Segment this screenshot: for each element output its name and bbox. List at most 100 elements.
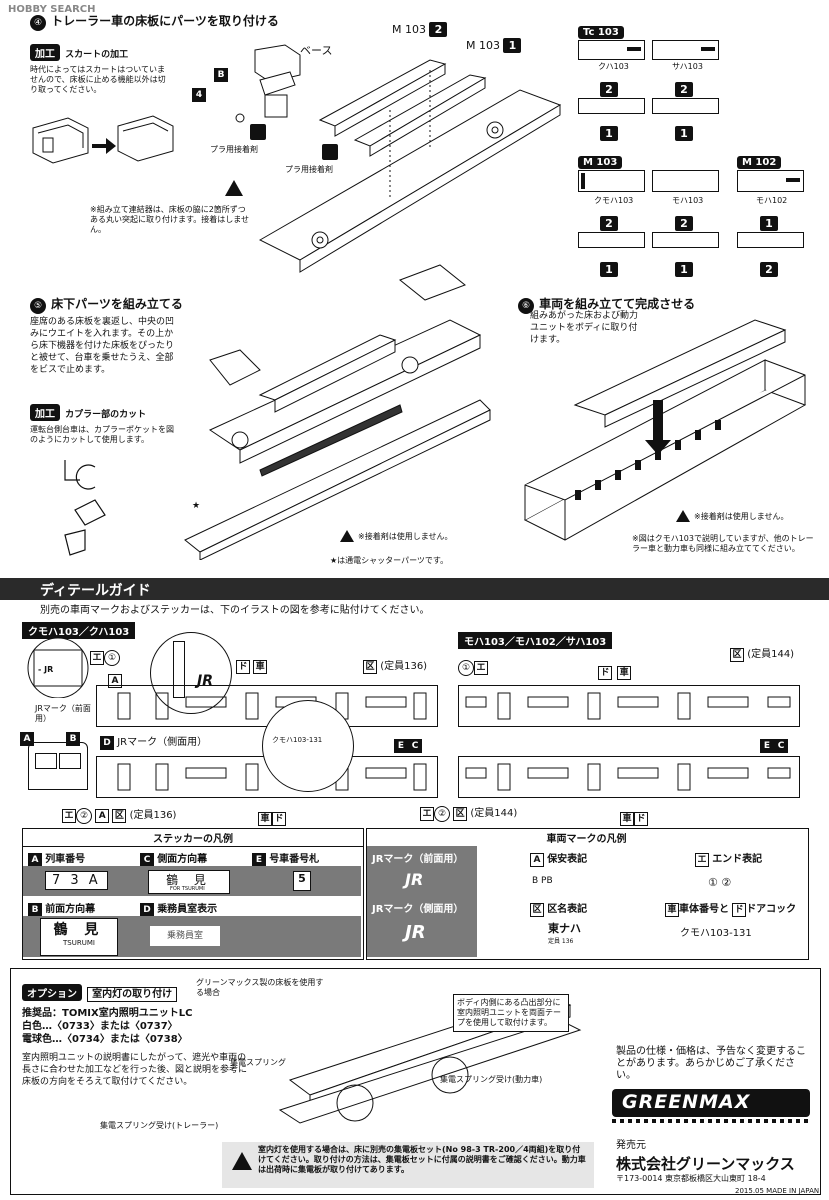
- sticker-legend-title: ステッカーの凡例: [153, 834, 233, 845]
- company-name: 株式会社グリーンマックス: [616, 1155, 795, 1173]
- legend-c-sub: FOR TSURUMI: [170, 886, 205, 892]
- sq: ド: [272, 812, 286, 826]
- label-b: B: [214, 62, 228, 82]
- m103-left-bot-num: 1: [600, 258, 618, 277]
- sq: B: [66, 732, 80, 746]
- sq: D: [140, 903, 154, 917]
- num: 2: [675, 216, 693, 231]
- label-left-a-top: A: [108, 668, 122, 688]
- kako-tag: 加工: [30, 44, 60, 61]
- step4-title-text: トレーラー車の床板にパーツを取り付ける: [51, 14, 279, 28]
- circ: ①: [104, 650, 120, 666]
- warn-icon-step4: [225, 180, 243, 196]
- step5-floor-illustration: [184, 264, 491, 560]
- coupler-cut-illustration: [64, 460, 106, 556]
- m103-block: M 103: [578, 150, 623, 169]
- kako-title: カプラー部のカット: [65, 410, 147, 420]
- label: 保安表記: [547, 854, 588, 865]
- part-b: B: [214, 68, 228, 82]
- detail-intro: 別売の車両マークおよびステッカーは、下のイラストの図を参考に貼付けてください。: [40, 605, 430, 616]
- legend-a-sample: 7 3 A: [45, 871, 108, 890]
- step5-title: ⑤ 床下パーツを組み立てる: [30, 293, 183, 314]
- mark-legend-jr-col: [367, 846, 477, 957]
- m102-car: [737, 170, 804, 192]
- step5-note2: ★は通電シャッターパーツです。: [330, 556, 449, 565]
- sq: エ: [90, 651, 104, 665]
- sq: E: [394, 739, 408, 753]
- tc103-right-label: サハ103: [672, 62, 703, 71]
- m103-car-right: [652, 170, 719, 192]
- label-right-ku: 区 (定員144): [730, 645, 794, 662]
- option-header: オプション 室内灯の取り付け: [22, 982, 178, 1002]
- front-closeup: [27, 638, 89, 698]
- mark-ku-sample2: 定員 136: [548, 938, 574, 945]
- jr-front-label: JRマーク（前面用）: [35, 704, 91, 723]
- sq: 車: [620, 812, 634, 826]
- star-mark: ★: [192, 501, 201, 511]
- circ: ①: [458, 660, 474, 676]
- step5-note1: ※接着剤は使用しません。: [358, 532, 453, 541]
- left-tag: クモハ103／クハ103: [22, 622, 136, 639]
- option-box: [10, 968, 821, 1195]
- legend-b-sample: 鶴 見 TSURUMI: [40, 918, 118, 956]
- kako-text: 運転台側台車は、カプラーポケットを図のようにカットして使用します。: [30, 425, 174, 444]
- label: 前面方向幕: [45, 904, 96, 915]
- mark-end: エ エンド表記: [695, 850, 762, 867]
- sq: C: [140, 853, 154, 867]
- label: 列車番号: [45, 854, 86, 865]
- num: 2: [600, 82, 618, 97]
- option-spring-trailer: 集電スプリング受け(トレーラー): [100, 1121, 219, 1130]
- legend-c-sample: 鶴 見: [148, 870, 230, 894]
- option-warn-text: 室内灯を使用する場合は、床に別売の集電板セット(No 98-3 TR-200／4…: [258, 1145, 586, 1174]
- glue1-label: プラ用接着剤: [210, 145, 258, 154]
- company-address: 〒173-0014 東京都板橋区大山東町 18-4: [616, 1174, 766, 1183]
- seller-label: 発売元: [616, 1140, 646, 1151]
- label: ドアコック: [746, 904, 797, 915]
- sq: エ: [420, 807, 434, 821]
- m102-tag: M 102: [737, 156, 782, 169]
- sq: ド: [732, 903, 747, 917]
- m103-1-label: M 103 1: [466, 38, 522, 53]
- label-right-sha-do: 車ド: [620, 806, 648, 826]
- part-4: 4: [192, 88, 206, 102]
- option-title: 室内灯の取り付け: [87, 987, 178, 1002]
- coupler-kako-box: 加工 カプラー部のカット 運転台側台車は、カプラーポケットを図のようにカットして…: [30, 402, 180, 445]
- step4-note: ※組み立て連結器は、床板の脇に2箇所ずつある丸い突起に取り付けます。接着はしませ…: [90, 205, 249, 234]
- step4-number: ④: [30, 15, 46, 31]
- mark-jr-front: JRマーク（前面用）: [372, 854, 464, 865]
- tc103-right-top-num: 2: [675, 78, 693, 97]
- coupler-base-illustration: [235, 44, 301, 123]
- num: 1: [675, 262, 693, 277]
- m103-right-top-num: 2: [675, 212, 693, 231]
- label: 区名表記: [547, 904, 588, 915]
- label-left-sha-do: 車ド: [258, 806, 286, 826]
- kako-title: スカートの加工: [65, 50, 129, 60]
- step6-text: 組みあがった床および動力ユニットをボディに取り付けます。: [530, 311, 639, 345]
- mark-hoan: A 保安表記: [530, 850, 587, 867]
- option-white: 白色…〈0733〉または〈0737〉: [22, 1021, 178, 1032]
- warn-icon-step5: [340, 530, 354, 542]
- tc103-left-top-num: 2: [600, 78, 618, 97]
- m102-plate: [737, 232, 804, 248]
- label-left-d: D JRマーク（側面用）: [100, 733, 207, 750]
- m103-right-plate: [652, 232, 719, 248]
- detail-guide-bar: [0, 578, 829, 600]
- label: 車体番号と: [679, 904, 729, 915]
- step6-title: ⑥ 車両を組み立てて完成させる: [518, 293, 695, 314]
- label-left-ku: 区 (定員136): [363, 657, 427, 674]
- num: 1: [600, 126, 618, 141]
- car-num-closeup: [262, 700, 354, 792]
- sq: C: [408, 739, 422, 753]
- step6-note2: ※図はクモハ103で説明していますが、他のトレーラー車と動力車も同様に組み立てて…: [632, 534, 814, 553]
- option-warn-box: [222, 1142, 594, 1188]
- sq: 区: [530, 903, 544, 917]
- tc103-left-bot-num: 1: [600, 122, 618, 141]
- m103-2-text: M 103: [392, 23, 426, 36]
- num: 1: [675, 126, 693, 141]
- tc103-tag: Tc 103: [578, 26, 624, 39]
- option-rec: 推奨品：TOMIX室内照明ユニットLC: [22, 1008, 193, 1019]
- footer-notice: 製品の仕様・価格は、予告なく変更することがあります。あらかじめご了承ください。: [616, 1046, 806, 1081]
